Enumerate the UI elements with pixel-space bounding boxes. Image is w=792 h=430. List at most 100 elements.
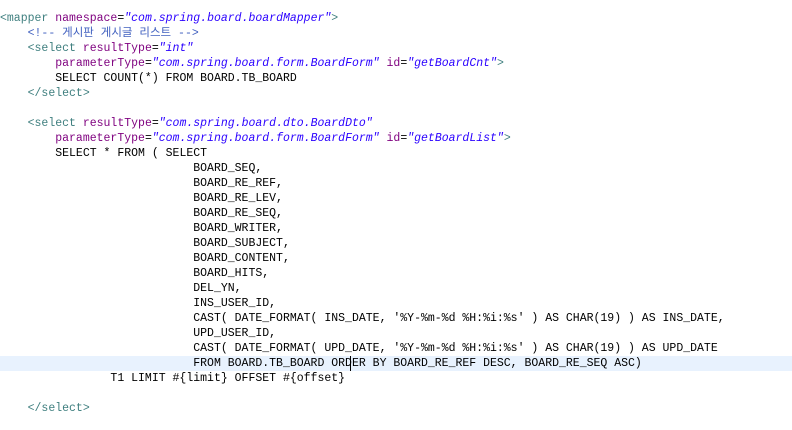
sql-text: BOARD_HITS,: [193, 267, 270, 280]
sql-text: CAST( DATE_FORMAT( INS_DATE, '%Y-%m-%d %…: [193, 312, 725, 325]
tag-close: >: [331, 12, 339, 25]
code-line-22[interactable]: UPD_USER_ID,: [0, 326, 792, 341]
code-line-4[interactable]: parameterType="com.spring.board.form.Boa…: [0, 56, 792, 71]
xml-comment: <!-- 게시판 게시글 리스트 -->: [27, 27, 199, 40]
code-line-14[interactable]: BOARD_RE_SEQ,: [0, 206, 792, 221]
code-line-27[interactable]: </select>: [0, 401, 792, 416]
sql-text: BOARD_CONTENT,: [193, 252, 290, 265]
indent: [0, 282, 193, 295]
sql-text: BOARD_WRITER,: [193, 222, 283, 235]
attr-name-id: id: [386, 132, 401, 145]
indent: [0, 147, 55, 160]
attr-name-id: id: [386, 57, 401, 70]
sql-text: BOARD_RE_LEV,: [193, 192, 283, 205]
attr-name: parameterType: [55, 132, 145, 145]
code-line-23[interactable]: CAST( DATE_FORMAT( UPD_DATE, '%Y-%m-%d %…: [0, 341, 792, 356]
code-line-16[interactable]: BOARD_SUBJECT,: [0, 236, 792, 251]
code-line-8[interactable]: <select resultType="com.spring.board.dto…: [0, 116, 792, 131]
indent: [0, 117, 28, 130]
equals: =: [117, 12, 125, 25]
equals: =: [400, 132, 408, 145]
code-line-26[interactable]: [0, 386, 792, 401]
code-line-7[interactable]: [0, 101, 792, 116]
code-line-5[interactable]: SELECT COUNT(*) FROM BOARD.TB_BOARD: [0, 71, 792, 86]
attr-value: "com.spring.board.form.BoardForm": [151, 57, 380, 70]
indent: [0, 162, 193, 175]
indent: [0, 177, 193, 190]
equals: =: [144, 132, 152, 145]
code-line-20[interactable]: INS_USER_ID,: [0, 296, 792, 311]
attr-value: "int": [158, 42, 194, 55]
sql-text: FROM BOARD.TB_BOARD ORDER BY BOARD_RE_RE…: [193, 357, 642, 370]
code-line-12[interactable]: BOARD_RE_REF,: [0, 176, 792, 191]
indent: [0, 27, 28, 40]
equals: =: [144, 57, 152, 70]
sql-text: BOARD_RE_REF,: [193, 177, 283, 190]
tag-end: </select>: [27, 402, 90, 415]
text-cursor: [350, 356, 351, 371]
sql-text: T1 LIMIT #{limit} OFFSET #{offset}: [110, 372, 346, 385]
attr-value-id: "getBoardCnt": [407, 57, 497, 70]
indent: [0, 42, 28, 55]
indent: [0, 402, 28, 415]
code-line-21[interactable]: CAST( DATE_FORMAT( INS_DATE, '%Y-%m-%d %…: [0, 311, 792, 326]
tag-end: </select>: [27, 87, 90, 100]
attr-value: "com.spring.board.dto.BoardDto": [158, 117, 373, 130]
equals: =: [151, 117, 159, 130]
code-line-3[interactable]: <select resultType="int": [0, 41, 792, 56]
sql-text: INS_USER_ID,: [193, 297, 277, 310]
sql-text: DEL_YN,: [193, 282, 242, 295]
sql-text: BOARD_SUBJECT,: [193, 237, 290, 250]
sql-text: BOARD_RE_SEQ,: [193, 207, 283, 220]
code-line-17[interactable]: BOARD_CONTENT,: [0, 251, 792, 266]
tag-open: <select: [27, 42, 83, 55]
sql-text: BOARD_SEQ,: [193, 162, 263, 175]
attr-value: "com.spring.board.form.BoardForm": [151, 132, 380, 145]
indent: [0, 357, 193, 370]
tag-close: >: [496, 57, 504, 70]
indent: [0, 252, 193, 265]
indent: [0, 87, 28, 100]
indent: [0, 237, 193, 250]
tag-close: >: [503, 132, 511, 145]
code-line-19[interactable]: DEL_YN,: [0, 281, 792, 296]
indent: [0, 297, 193, 310]
code-line-25[interactable]: T1 LIMIT #{limit} OFFSET #{offset}: [0, 371, 792, 386]
code-line-11[interactable]: BOARD_SEQ,: [0, 161, 792, 176]
code-line-13[interactable]: BOARD_RE_LEV,: [0, 191, 792, 206]
attr-value: "com.spring.board.boardMapper": [124, 12, 332, 25]
tag-open: <select: [27, 117, 83, 130]
attr-value-id: "getBoardList": [407, 132, 504, 145]
code-line-15[interactable]: BOARD_WRITER,: [0, 221, 792, 236]
code-line-24[interactable]: FROM BOARD.TB_BOARD ORDER BY BOARD_RE_RE…: [0, 356, 792, 371]
code-line-10[interactable]: SELECT * FROM ( SELECT: [0, 146, 792, 161]
indent: [0, 222, 193, 235]
indent: [0, 312, 193, 325]
code-line-9[interactable]: parameterType="com.spring.board.form.Boa…: [0, 131, 792, 146]
code-line-2[interactable]: <!-- 게시판 게시글 리스트 -->: [0, 26, 792, 41]
equals: =: [151, 42, 159, 55]
sql-text: SELECT * FROM ( SELECT: [55, 147, 208, 160]
sql-text: CAST( DATE_FORMAT( UPD_DATE, '%Y-%m-%d %…: [193, 342, 718, 355]
indent: [0, 192, 193, 205]
indent: [0, 372, 110, 385]
indent: [0, 267, 193, 280]
attr-name: resultType: [82, 42, 152, 55]
code-line-1[interactable]: <mapper namespace="com.spring.board.boar…: [0, 11, 792, 26]
attr-name: resultType: [82, 117, 152, 130]
indent: [0, 207, 193, 220]
code-line-18[interactable]: BOARD_HITS,: [0, 266, 792, 281]
sql-text: UPD_USER_ID,: [193, 327, 277, 340]
equals: =: [400, 57, 408, 70]
space: [380, 57, 387, 70]
indent: [0, 57, 55, 70]
code-line-6[interactable]: </select>: [0, 86, 792, 101]
current-line-highlight: [0, 356, 792, 371]
attr-name: namespace: [55, 12, 118, 25]
space: [380, 132, 387, 145]
sql-text: SELECT COUNT(*) FROM BOARD.TB_BOARD: [55, 72, 297, 85]
indent: [0, 342, 193, 355]
indent: [0, 327, 193, 340]
indent: [0, 72, 55, 85]
